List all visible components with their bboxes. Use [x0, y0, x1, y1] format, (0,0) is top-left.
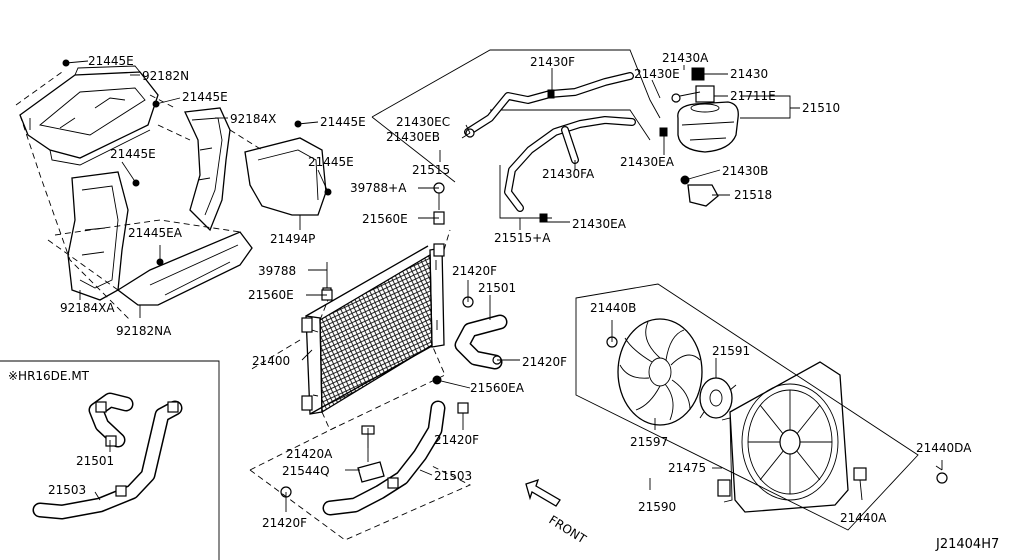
label-21420f-1: 21420F [452, 264, 497, 278]
fan-blade-21597 [617, 318, 703, 426]
inset-lower-hose-21503 [32, 400, 183, 520]
label-21544q: 21544Q [282, 464, 330, 478]
fan-group-box [575, 283, 919, 531]
label-21518: 21518 [734, 188, 772, 202]
side-air-guide-92184x [184, 107, 231, 232]
label-21445e-1: 21445E [88, 54, 134, 68]
lower-hose-21503 [280, 400, 469, 516]
label-92184xa: 92184XA [60, 301, 115, 315]
label-21420f-4: 21420F [262, 516, 307, 530]
side-cover-21494p [244, 137, 327, 216]
label-21711e: 21711E [730, 89, 776, 103]
label-21430a: 21430A [662, 51, 709, 65]
label-21400: 21400 [252, 354, 290, 368]
leader-lines [65, 60, 943, 512]
label-21515: 21515 [412, 163, 450, 177]
upper-air-guide-92182n [19, 65, 159, 166]
label-92184x: 92184X [230, 112, 276, 126]
label-21430b: 21430B [722, 164, 768, 178]
inset-title: ※HR16DE.MT [8, 369, 90, 383]
diagram-code: J21404H7 [935, 537, 999, 552]
label-21420a: 21420A [286, 447, 333, 461]
hose-bracket-21544q [357, 425, 385, 483]
label-21590: 21590 [638, 500, 676, 514]
reservoir-hose-21430f [464, 72, 634, 138]
label-21501-2: 21501 [76, 454, 114, 468]
label-39788: 39788 [258, 264, 296, 278]
label-21515a: 21515+A [494, 231, 551, 245]
label-21494p: 21494P [270, 232, 315, 246]
reserve-tank-box [371, 49, 661, 219]
fan-screws [606, 336, 948, 484]
label-21440a: 21440A [840, 511, 887, 525]
label-21560ea: 21560EA [470, 381, 525, 395]
radiator-21400 [301, 243, 445, 415]
label-21430fa: 21430FA [542, 167, 595, 181]
label-21445e-4: 21445E [110, 147, 156, 161]
reservoir-bracket-21518 [680, 175, 719, 207]
inset-frame [0, 360, 220, 560]
reservoir-tank-21510 [671, 67, 739, 153]
label-21503-2: 21503 [48, 483, 86, 497]
label-21475: 21475 [668, 461, 706, 475]
label-21445e-2: 21445E [182, 90, 228, 104]
label-21430: 21430 [730, 67, 768, 81]
label-21560e-2: 21560E [248, 288, 294, 302]
label-39788a: 39788+A [350, 181, 407, 195]
label-21430ec: 21430EC [396, 115, 450, 129]
reservoir-hose-21515a [504, 116, 668, 223]
fan-shroud-21475 [717, 361, 849, 513]
inset-upper-hose-21501 [88, 392, 134, 448]
label-21597: 21597 [630, 435, 668, 449]
label-92182na: 92182NA [116, 324, 172, 338]
radiator-dashed-box [249, 229, 451, 431]
side-air-guide-92184xa [67, 171, 129, 301]
label-21430f: 21430F [530, 55, 575, 69]
label-21445e-5: 21445E [308, 155, 354, 169]
front-direction-indicator: FRONT [525, 478, 589, 547]
label-92182n: 92182N [142, 69, 189, 83]
label-21440b: 21440B [590, 301, 636, 315]
shroud-dashed-frame [15, 71, 263, 321]
label-21501-1: 21501 [478, 281, 516, 295]
label-21420f-3: 21420F [434, 433, 479, 447]
label-21445ea: 21445EA [128, 226, 183, 240]
label-21420f-2: 21420F [522, 355, 567, 369]
lower-hose-dashed-box [249, 424, 472, 541]
label-21440da: 21440DA [916, 441, 972, 455]
label-21430eb: 21430EB [386, 130, 440, 144]
label-21445e-3: 21445E [320, 115, 366, 129]
label-21430e: 21430E [634, 67, 680, 81]
label-21591: 21591 [712, 344, 750, 358]
label-21510: 21510 [802, 101, 840, 115]
label-21430ea-1: 21430EA [620, 155, 675, 169]
upper-hose-21501 [454, 296, 508, 370]
label-21503-1: 21503 [434, 469, 472, 483]
lower-air-guide-92182na [116, 231, 253, 306]
front-label: FRONT [546, 513, 589, 547]
part-labels: 21445E 92182N 21445E 92184X 21445E 21445… [8, 51, 999, 552]
label-21430ea-2: 21430EA [572, 217, 627, 231]
label-21560e-1: 21560E [362, 212, 408, 226]
